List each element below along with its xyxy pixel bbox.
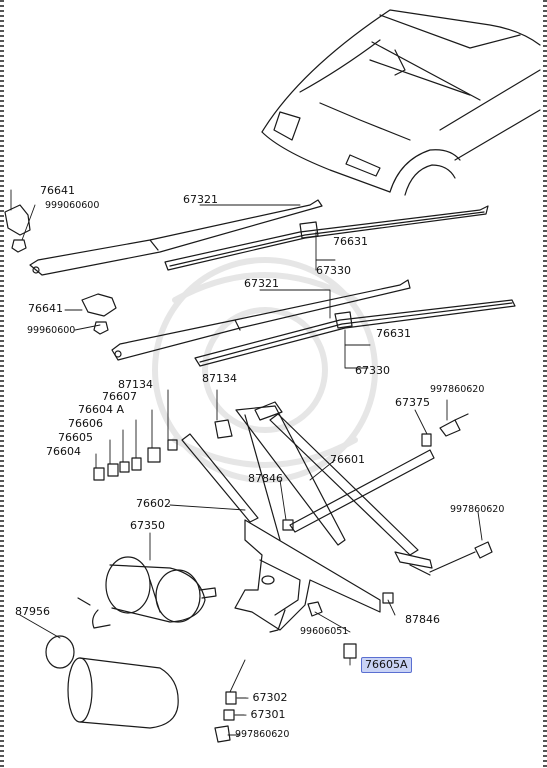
watermark-emblem — [152, 257, 378, 483]
lower-wiper-arm — [111, 279, 411, 361]
left-scan-edge — [0, 0, 4, 768]
label-76641-upper: 76641 — [40, 184, 75, 197]
label-997860620-middle: 997860620 — [450, 504, 505, 515]
label-87846-lower: 87846 — [405, 613, 440, 626]
wiper-motor — [77, 556, 217, 629]
upper-wiper-arm — [29, 199, 323, 276]
label-99606051: 99606051 — [300, 626, 349, 637]
label-87846-upper: 87846 — [248, 472, 283, 485]
motor-cover — [45, 635, 179, 729]
linkage-frame — [181, 401, 435, 576]
label-87134-left: 87134 — [118, 378, 153, 391]
label-67330-lower: 67330 — [355, 364, 390, 377]
upper-wiper-blade — [164, 205, 489, 271]
label-76605A-highlighted[interactable]: 76605A — [361, 657, 412, 673]
label-67375: 67375 — [395, 396, 430, 409]
label-87134-right: 87134 — [202, 372, 237, 385]
lower-wiper-blade — [194, 299, 516, 367]
label-999060600-upper: 999060600 — [45, 200, 100, 211]
label-997860620-lower: 997860620 — [235, 729, 290, 740]
lower-pivot-cap — [81, 293, 117, 335]
label-67321-upper: 67321 — [183, 193, 218, 206]
label-76602: 76602 — [136, 497, 171, 510]
label-76604A: 76604 A — [78, 403, 125, 416]
label-67330-upper: 67330 — [316, 264, 351, 277]
leader-lines — [10, 189, 483, 736]
label-87956: 87956 — [15, 605, 50, 618]
right-scan-edge — [543, 0, 547, 768]
bolt-lower-right — [429, 541, 493, 573]
label-76631-upper: 76631 — [333, 235, 368, 248]
motor-bracket — [234, 519, 394, 633]
label-67302: - 67302 — [245, 691, 288, 704]
label-76601: 76601 — [330, 453, 365, 466]
car-outline — [261, 9, 541, 196]
bushing-stack — [93, 439, 178, 481]
label-76607: 76607 — [102, 390, 137, 403]
label-76604: 76604 — [46, 445, 81, 458]
label-67321-lower: 67321 — [244, 277, 279, 290]
label-76631-lower: 76631 — [376, 327, 411, 340]
bolt-upper-right — [439, 413, 469, 437]
label-76606: 76606 — [68, 417, 103, 430]
label-67350: 67350 — [130, 519, 165, 532]
label-76605: 76605 — [58, 431, 93, 444]
label-67301: - 67301 — [243, 708, 286, 721]
label-99960600-lower: 99960600 — [27, 325, 76, 336]
label-997860620-upper: 997860620 — [430, 384, 485, 395]
bolt-center — [307, 601, 323, 617]
label-76641-lower: 76641 — [28, 302, 63, 315]
